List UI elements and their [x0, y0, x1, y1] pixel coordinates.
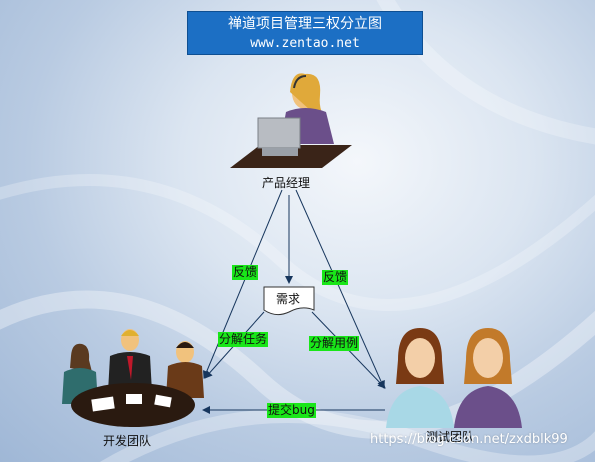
- test-team-label: 测试团队: [426, 430, 475, 444]
- tag-feedback-right: 反馈: [322, 270, 349, 285]
- tag-feedback-left: 反馈: [232, 265, 259, 280]
- title-text: 禅道项目管理三权分立图: [228, 16, 382, 32]
- tag-submit-bug: 提交bug: [267, 403, 316, 418]
- title-url: www.zentao.net: [250, 36, 360, 51]
- arrow-dev-feedback: [202, 189, 283, 379]
- requirement-label: 需求: [275, 292, 300, 306]
- tag-split-task: 分解任务: [218, 332, 269, 347]
- watermark: https://blog.csdn.net/zxdblk99: [370, 432, 568, 447]
- tag-split-case: 分解用例: [309, 336, 360, 351]
- pm-label: 产品经理: [262, 176, 311, 190]
- arrow-test-feedback: [295, 189, 385, 389]
- title-box: 禅道项目管理三权分立图 www.zentao.net: [187, 11, 423, 55]
- dev-team-label: 开发团队: [103, 434, 152, 448]
